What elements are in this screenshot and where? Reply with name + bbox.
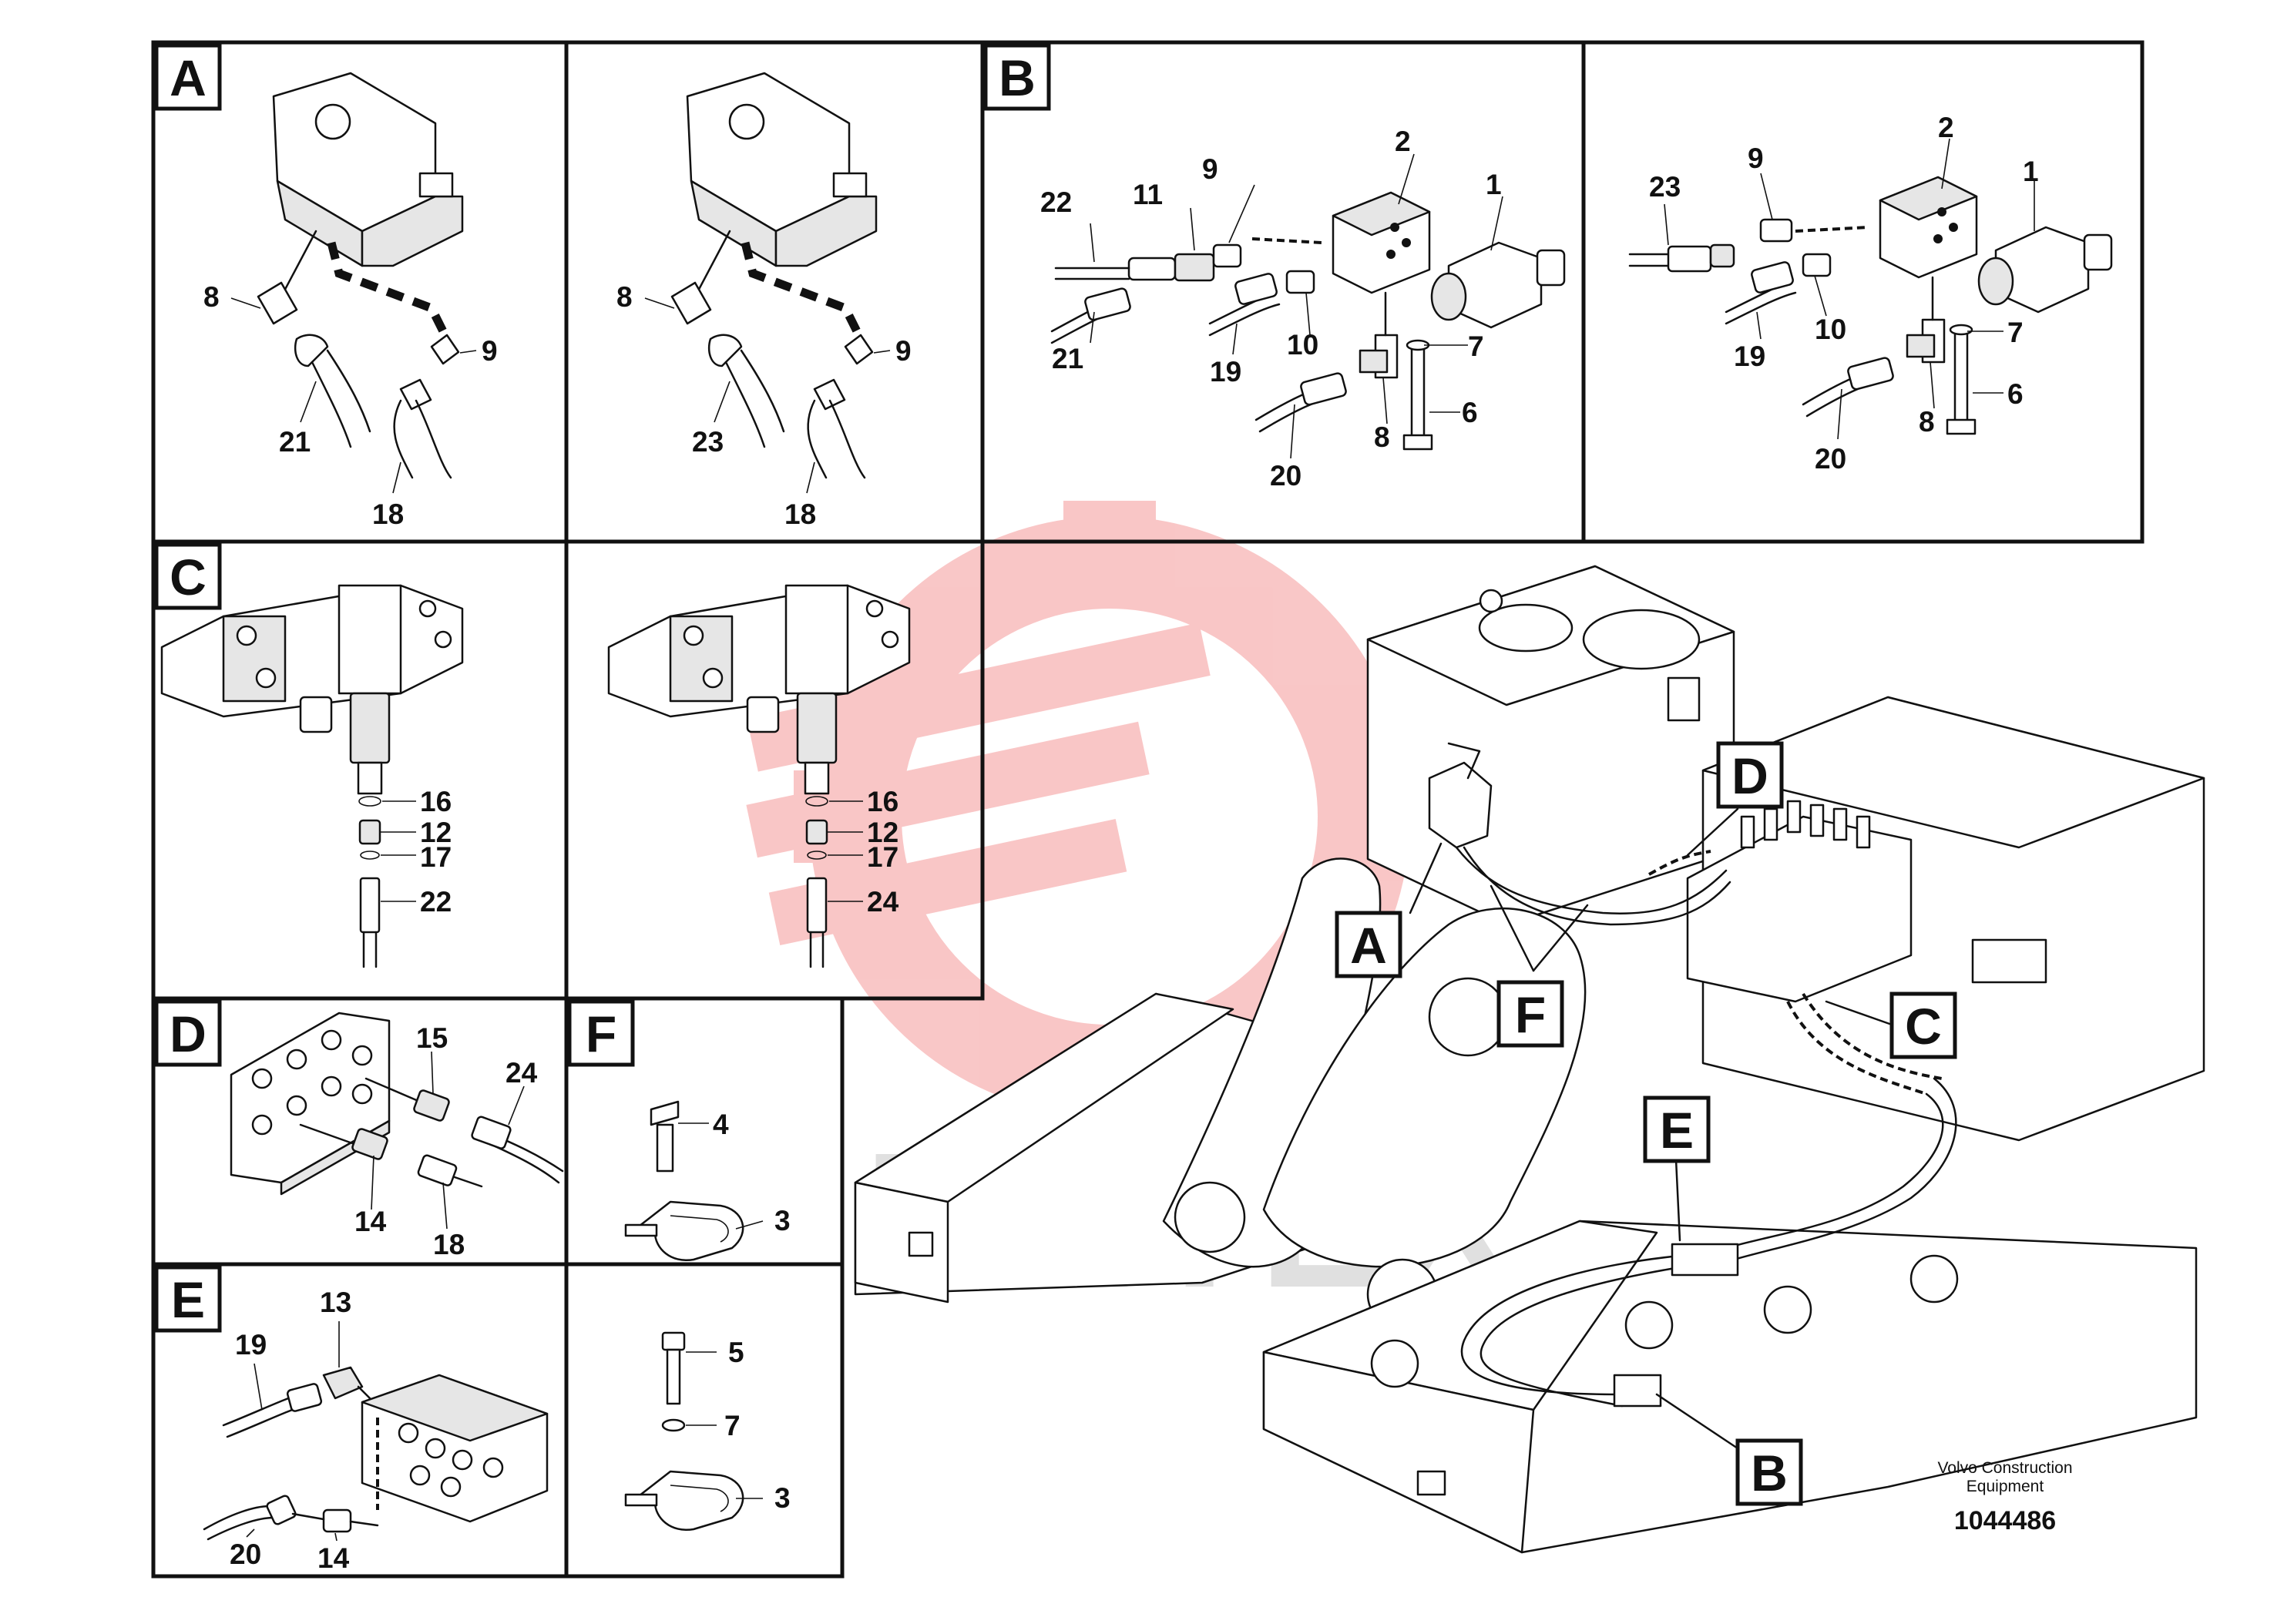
- svg-text:D: D: [170, 1005, 207, 1062]
- panel-E-label-14: 14: [317, 1542, 350, 1574]
- panel-B-left-label-10: 10: [1287, 329, 1318, 361]
- svg-text:E: E: [171, 1271, 205, 1328]
- panel-C-right-label-17: 17: [867, 841, 898, 873]
- panel-frames: [151, 40, 2145, 1579]
- panel-B-left-label-1: 1: [1486, 169, 1502, 200]
- panel-B-left-label-20: 20: [1270, 460, 1302, 492]
- panel-B-right-label-8: 8: [1919, 406, 1935, 438]
- panel-B-right-label-20: 20: [1815, 443, 1846, 475]
- panel-F-bottom-drawing: [624, 1331, 763, 1532]
- panel-F-top-label-3: 3: [774, 1205, 791, 1236]
- panel-tag-A: A: [154, 43, 222, 111]
- overview-tag-F: F: [1496, 980, 1564, 1048]
- panel-E-label-13: 13: [320, 1287, 351, 1318]
- panel-B-left-label-22: 22: [1040, 186, 1072, 218]
- panel-D-label-24: 24: [505, 1057, 538, 1089]
- panel-tag-C: C: [154, 542, 222, 610]
- svg-text:C: C: [170, 549, 207, 606]
- panel-A-left-label-18: 18: [372, 498, 404, 530]
- overview-tag-A: A: [1335, 911, 1402, 978]
- svg-text:A: A: [1350, 917, 1387, 974]
- svg-text:C: C: [1905, 998, 1942, 1055]
- panel-F-bottom-label-7: 7: [724, 1410, 741, 1441]
- panel-A-left-drawing: [230, 72, 477, 494]
- panel-B-left-drawing: [1050, 153, 1566, 459]
- overview-assembly-drawing: [854, 565, 2205, 1554]
- panel-A-left-label-8: 8: [203, 281, 220, 313]
- panel-C-right-drawing: [607, 584, 911, 968]
- panel-C-left-label-22: 22: [420, 886, 452, 918]
- panel-B-right-label-10: 10: [1815, 314, 1846, 345]
- panel-F-top-label-4: 4: [713, 1109, 729, 1140]
- panel-D-label-15: 15: [416, 1022, 448, 1054]
- panel-F-top-drawing: [624, 1100, 764, 1262]
- panel-A-right-label-23: 23: [692, 426, 724, 458]
- panel-C-left-label-16: 16: [420, 786, 452, 817]
- panel-B-right-label-23: 23: [1649, 171, 1681, 203]
- panel-tag-D: D: [154, 999, 222, 1067]
- panel-E-label-19: 19: [235, 1329, 267, 1361]
- panel-B-right-label-9: 9: [1748, 143, 1764, 174]
- panel-B-right-label-2: 2: [1938, 112, 1954, 143]
- panel-B-left-label-19: 19: [1210, 356, 1241, 388]
- panel-D-drawing: [230, 1012, 564, 1230]
- svg-text:A: A: [170, 49, 207, 106]
- panel-D-label-18: 18: [433, 1229, 465, 1260]
- panel-C-right-label-16: 16: [867, 786, 898, 817]
- panel-A-right-drawing: [644, 72, 891, 494]
- panel-B-left-label-9: 9: [1202, 153, 1218, 185]
- panel-B-left-label-21: 21: [1052, 343, 1083, 374]
- document-number: 1044486: [1954, 1506, 2056, 1535]
- panel-tag-F: F: [567, 999, 635, 1067]
- svg-text:B: B: [1751, 1444, 1788, 1502]
- overview-tag-E: E: [1643, 1096, 1711, 1163]
- panel-tag-E: E: [154, 1265, 222, 1333]
- panel-B-right-label-19: 19: [1734, 341, 1765, 372]
- overview-tag-D: D: [1716, 741, 1784, 809]
- panel-B-right-label-6: 6: [2007, 378, 2024, 410]
- svg-text:D: D: [1731, 747, 1768, 804]
- svg-text:E: E: [1660, 1102, 1694, 1159]
- panel-C-left-label-12: 12: [420, 817, 452, 848]
- panel-A-right-label-8: 8: [616, 281, 633, 313]
- panel-B-left-label-2: 2: [1395, 126, 1411, 157]
- panel-F-bottom-label-5: 5: [728, 1337, 744, 1368]
- panel-C-left-drawing: [160, 584, 464, 968]
- panel-A-right-label-9: 9: [895, 335, 912, 367]
- overview-tag-B: B: [1735, 1438, 1803, 1506]
- svg-text:F: F: [1515, 986, 1546, 1043]
- panel-B-left-label-8: 8: [1374, 421, 1390, 453]
- panel-C-right-label-12: 12: [867, 817, 898, 848]
- footer-company-line1: Volvo Construction: [1937, 1459, 2072, 1477]
- panel-C-right-label-24: 24: [867, 886, 899, 918]
- panel-B-left-label-7: 7: [1468, 331, 1484, 362]
- panel-E-label-20: 20: [230, 1538, 261, 1570]
- svg-text:F: F: [586, 1005, 616, 1062]
- panel-D-label-14: 14: [354, 1206, 387, 1237]
- panel-F-bottom-label-3: 3: [774, 1482, 791, 1514]
- panel-A-left-label-21: 21: [279, 426, 311, 458]
- overview-tag-C: C: [1889, 992, 1957, 1059]
- footer-company-line2: Equipment: [1967, 1478, 2044, 1495]
- panel-B-left-label-11: 11: [1133, 179, 1163, 210]
- panel-A-left-label-9: 9: [482, 335, 498, 367]
- panel-E-drawing: [203, 1321, 549, 1542]
- panel-B-right-label-1: 1: [2023, 156, 2039, 187]
- svg-text:B: B: [999, 49, 1036, 106]
- panel-tag-B: B: [983, 43, 1051, 111]
- panel-B-left-label-6: 6: [1462, 397, 1478, 428]
- panel-A-right-label-18: 18: [784, 498, 816, 530]
- panel-B-right-drawing: [1628, 138, 2113, 440]
- panel-B-right-label-7: 7: [2007, 317, 2024, 348]
- panel-C-left-label-17: 17: [420, 841, 452, 873]
